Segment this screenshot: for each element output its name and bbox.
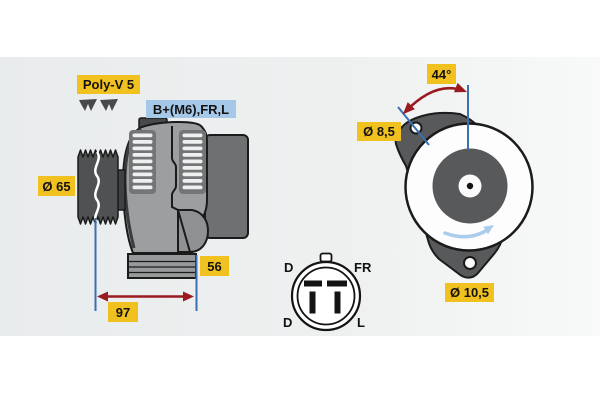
connector-outer-circle xyxy=(290,260,362,332)
side-view-drawing xyxy=(77,99,249,311)
label-dimension-97: 97 xyxy=(108,302,138,322)
shaft-center-dot xyxy=(466,182,474,190)
angle-arc-44 xyxy=(402,82,467,115)
belt-cross-section-icon xyxy=(79,99,118,111)
label-belt-type: Poly-V 5 xyxy=(77,75,140,94)
connector-pinout xyxy=(290,252,362,332)
bolt-hole-large xyxy=(463,256,477,270)
connector-pin-label-d-bottom: D xyxy=(283,315,293,330)
label-hole-large: Ø 10,5 xyxy=(445,283,494,302)
connector-pins xyxy=(304,280,347,314)
label-dimension-56: 56 xyxy=(200,256,229,276)
pulley xyxy=(77,149,119,225)
end-view-drawing xyxy=(394,82,534,279)
rear-housing-block xyxy=(204,134,249,239)
rotation-arrow xyxy=(443,225,494,239)
connector-inner-circle xyxy=(296,266,356,326)
connector-tab xyxy=(319,252,333,263)
cooling-fins-left xyxy=(129,130,156,194)
housing-split-line xyxy=(171,126,191,253)
label-angle-44: 44° xyxy=(427,64,456,84)
label-hole-small: Ø 8,5 xyxy=(357,122,401,141)
angle-line-tilted xyxy=(397,106,430,146)
break-line xyxy=(94,151,100,223)
side-view-dimensions xyxy=(94,218,198,311)
connector-pin-label-l: L xyxy=(357,315,365,330)
mounting-foot xyxy=(127,253,197,279)
connector-pin-label-d-top: D xyxy=(284,260,294,275)
label-pulley-diameter: Ø 65 xyxy=(38,176,75,196)
connector-pin-label-fr: FR xyxy=(354,260,372,275)
label-terminals: B+(M6),FR,L xyxy=(146,100,236,118)
cooling-fins-right xyxy=(179,130,206,194)
lower-end-cover xyxy=(177,209,209,253)
